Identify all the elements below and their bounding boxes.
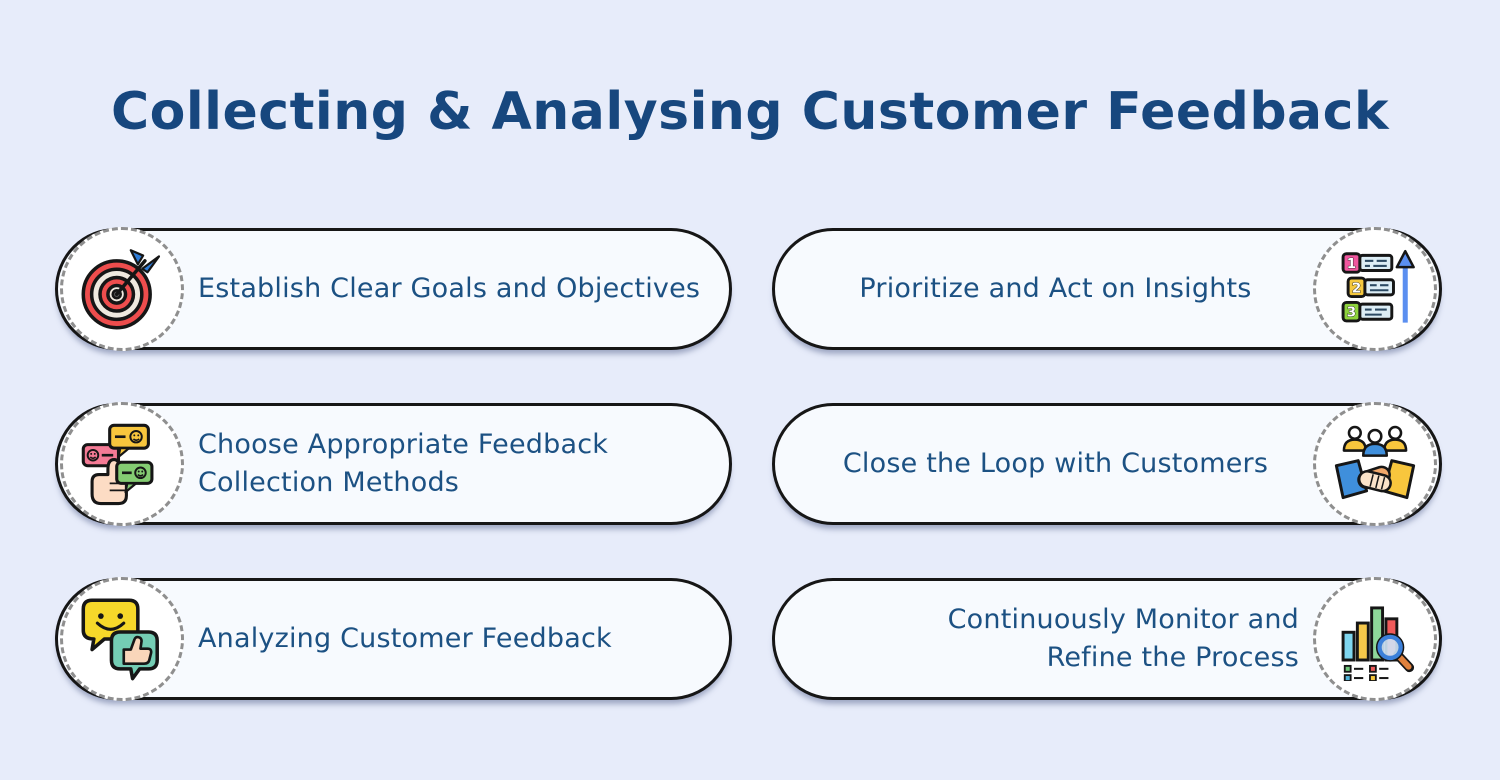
icon-badge xyxy=(60,227,184,351)
card-label: Prioritize and Act on Insights xyxy=(859,272,1252,304)
handshake-people-icon xyxy=(1333,422,1417,506)
card-prioritize-insights: 1 2 3 Priori xyxy=(772,227,1442,351)
card-label: Close the Loop with Customers xyxy=(842,447,1269,479)
target-icon xyxy=(78,245,166,333)
bar-chart-magnifier-icon xyxy=(1333,597,1417,681)
svg-text:3: 3 xyxy=(1347,306,1356,321)
priority-list-arrow-icon: 1 2 3 xyxy=(1333,247,1417,331)
icon-badge xyxy=(1313,402,1437,526)
card-monitor-refine: Continuously Monitor and Refine the Proc… xyxy=(772,577,1442,701)
card-label: Continuously Monitor and Refine the Proc… xyxy=(947,603,1299,673)
card-close-loop: Close the Loop with Customers xyxy=(772,402,1442,526)
card-label: Analyzing Customer Feedback xyxy=(198,622,612,654)
card-label: Establish Clear Goals and Objectives xyxy=(198,272,701,304)
page-title: Collecting & Analysing Customer Feedback xyxy=(110,82,1390,142)
card-collection-methods: Choose Appropriate Feedback Collection M… xyxy=(55,402,732,526)
svg-text:2: 2 xyxy=(1352,281,1361,296)
card-establish-goals: Establish Clear Goals and Objectives xyxy=(55,227,732,351)
icon-badge: 1 2 3 xyxy=(1313,227,1437,351)
feedback-bubbles-hand-icon xyxy=(78,420,166,508)
icon-badge xyxy=(1313,577,1437,701)
card-analyzing-feedback: Analyzing Customer Feedback xyxy=(55,577,732,701)
card-label: Choose Appropriate Feedback Collection M… xyxy=(198,428,609,498)
smiley-thumbs-up-bubbles-icon xyxy=(78,595,166,683)
icon-badge xyxy=(60,402,184,526)
icon-badge xyxy=(60,577,184,701)
svg-text:1: 1 xyxy=(1347,257,1356,272)
